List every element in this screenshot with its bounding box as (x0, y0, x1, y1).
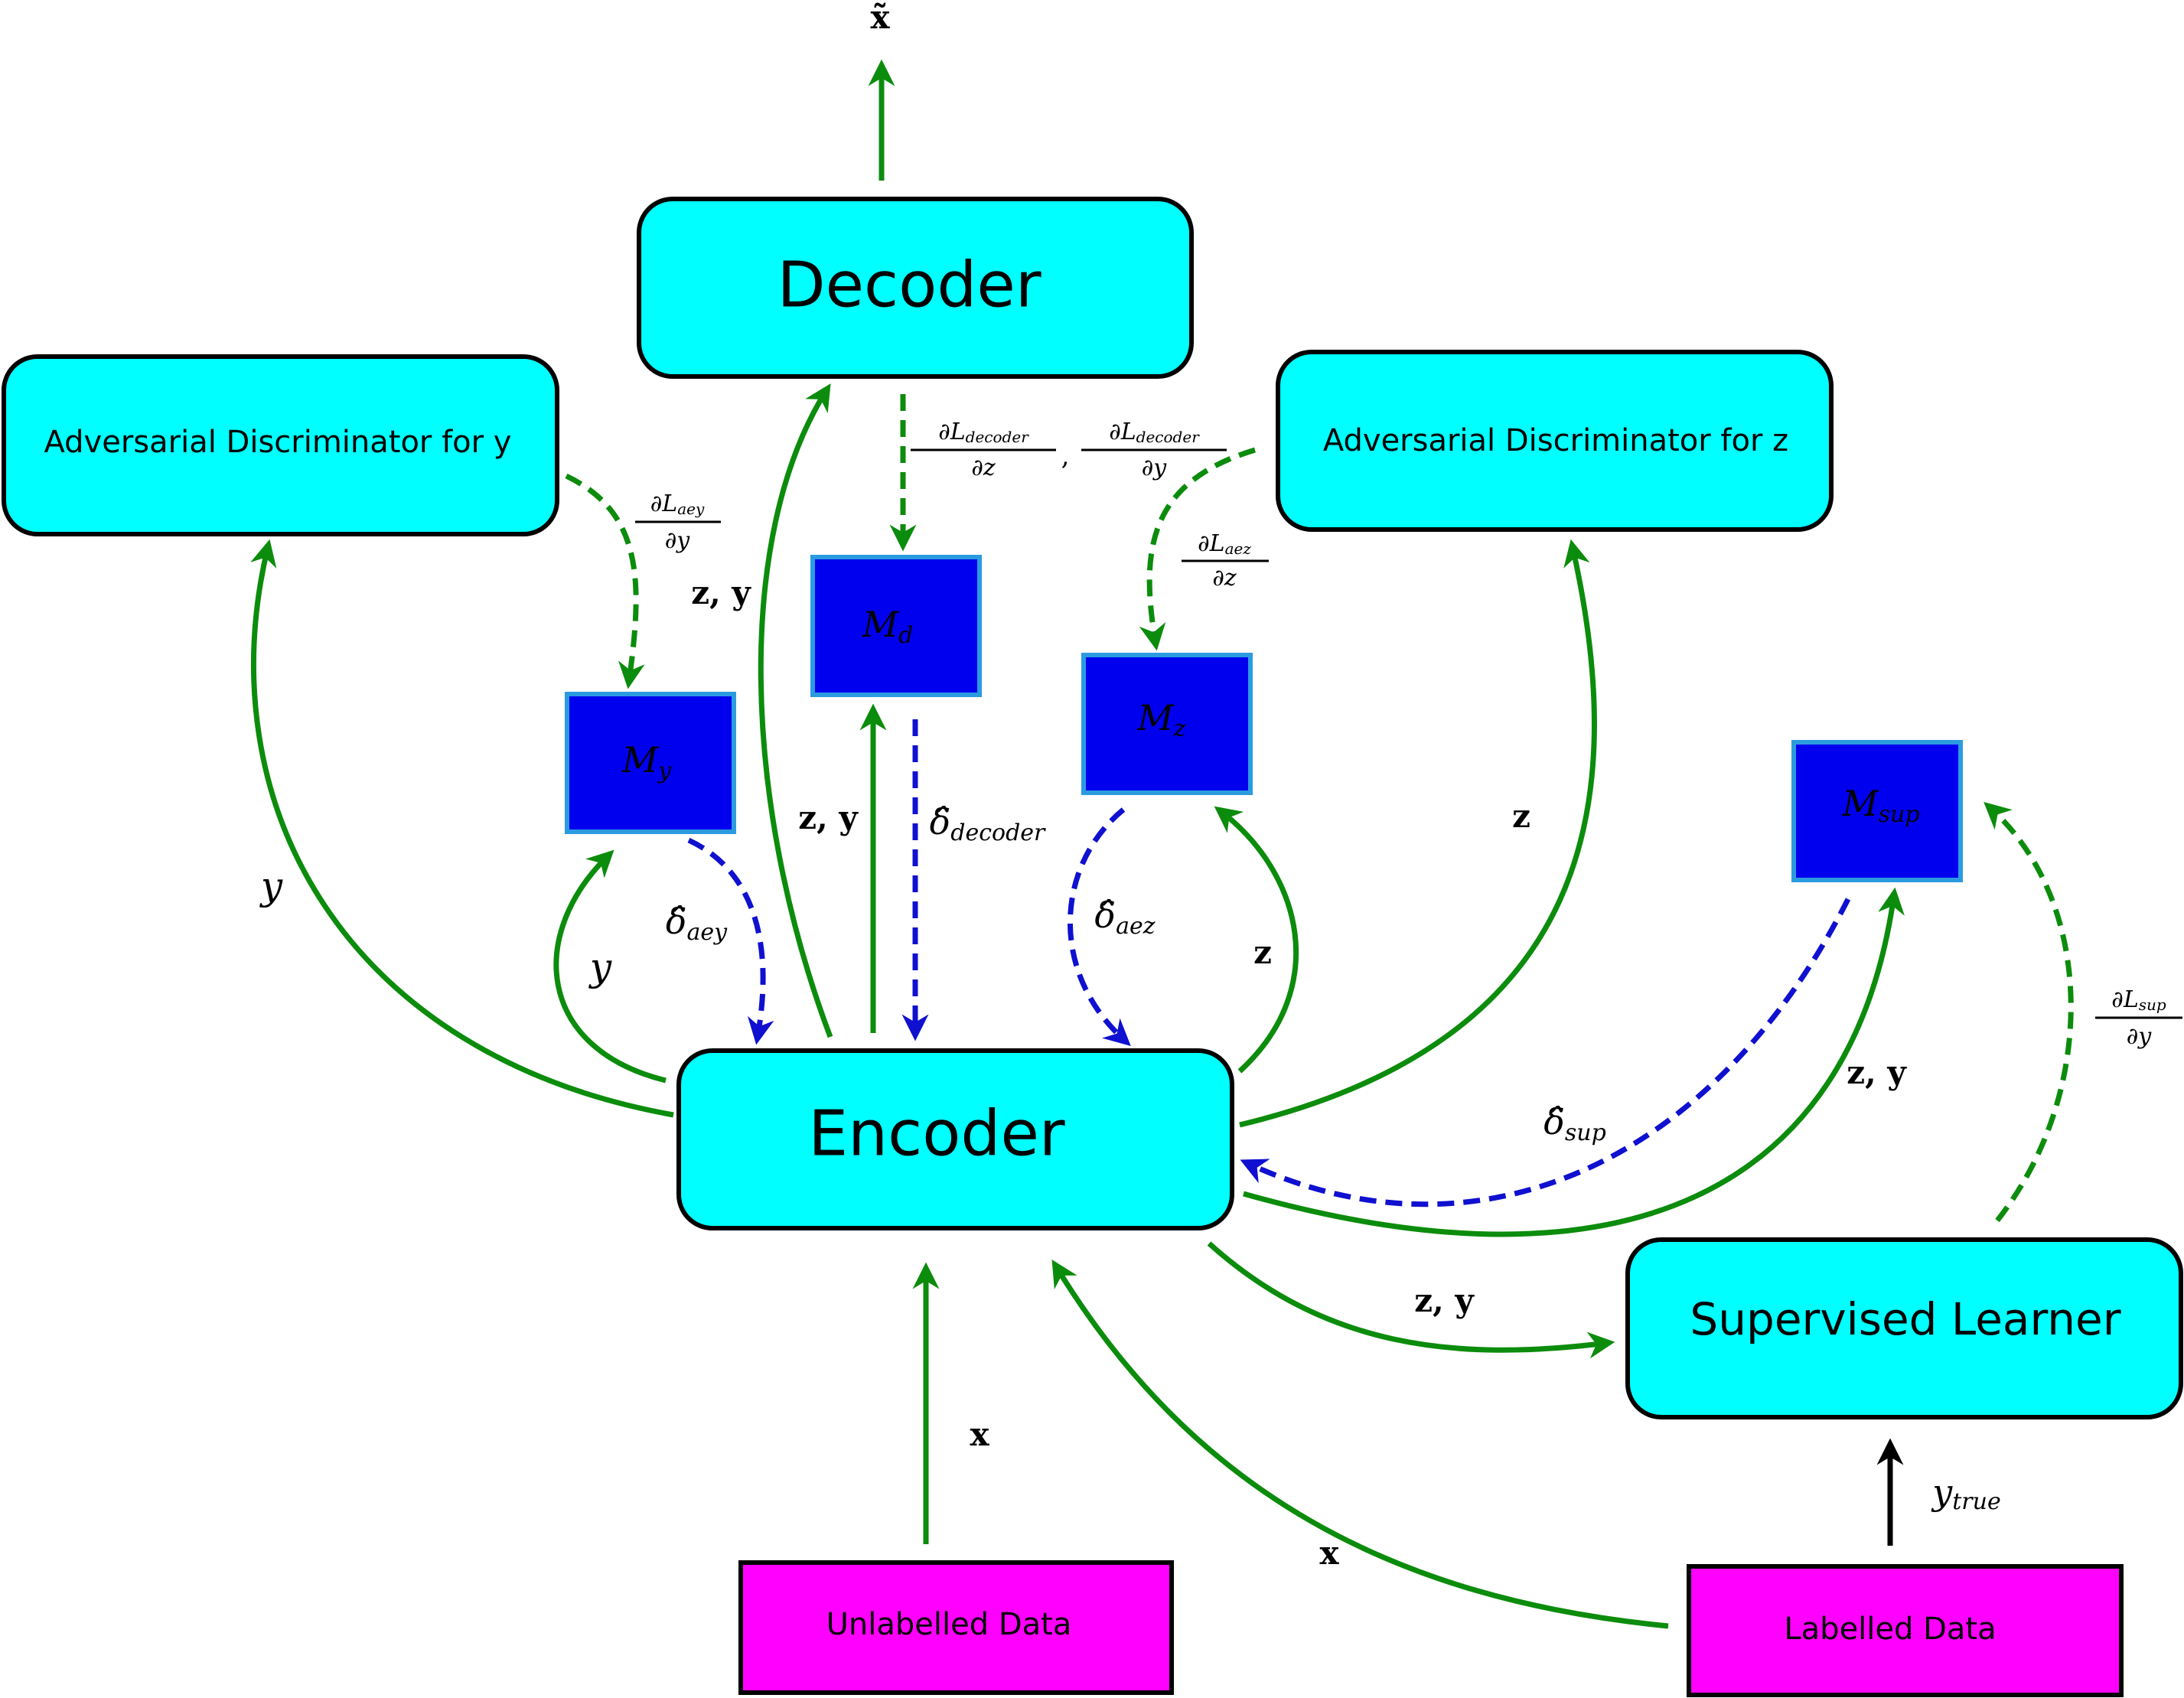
svg-text:∂Laez: ∂Laez (1198, 530, 1251, 558)
svg-text:Md: Md (862, 604, 913, 649)
svg-text:∂y: ∂y (1142, 455, 1168, 481)
svg-text:∂Ldecoder: ∂Ldecoder (938, 419, 1029, 446)
msup-to-encoder-error-arrow (1240, 898, 1851, 1208)
svg-text:∂z: ∂z (1212, 565, 1237, 592)
delta-aey-label: δ̂aey (666, 901, 728, 946)
memory-my-base: M (621, 739, 660, 781)
encoder-to-my-arrow (553, 849, 667, 1084)
memory-md-base: M (862, 604, 900, 645)
disc-z-to-mz-gradient-arrow (1139, 447, 1257, 651)
disc-z-label: Adversarial Discriminator for z (1323, 423, 1788, 458)
zy-label-md: z, y (798, 799, 859, 836)
grad-sup-fraction: ∂Lsup ∂y (2095, 986, 2182, 1050)
encoder-to-msup-arrow (1243, 887, 1905, 1237)
my-to-encoder-error-arrow (687, 837, 774, 1045)
memory-mz: Mz (1081, 653, 1253, 795)
unlabelled-data-box: Unlabelled Data (738, 1560, 1174, 1695)
disc-y-label: Adversarial Discriminator for y (44, 425, 512, 460)
memory-mz-base: M (1137, 697, 1175, 738)
y-true-label: ytrue (1931, 1471, 2000, 1515)
encoder-label: Encoder (808, 1097, 1065, 1170)
delta-sup-label: δ̂sup (1543, 1101, 1606, 1146)
memory-md: Md (810, 555, 982, 697)
grad-aez-fraction: ∂Laez ∂z (1182, 530, 1269, 592)
labelled-data-box: Labelled Data (1687, 1564, 2124, 1697)
memory-my-sub: y (657, 758, 672, 784)
svg-text:∂z: ∂z (971, 455, 996, 481)
zy-label-supervised: z, y (1414, 1282, 1475, 1319)
svg-text:My: My (621, 739, 672, 784)
labelled-to-encoder-arrow (1051, 1260, 1669, 1629)
unlabelled-data-label: Unlabelled Data (826, 1607, 1072, 1642)
memory-msup-sub: sup (1879, 801, 1920, 828)
grad-aey-fraction: ∂Laey ∂y (635, 490, 721, 554)
memory-msup: Msup (1791, 740, 1963, 882)
encoder-to-disc-y-arrow (250, 539, 674, 1118)
mz-to-encoder-error-arrow (1068, 807, 1131, 1047)
supervised-to-msup-gradient-arrow (1984, 801, 2074, 1223)
x-label-labelled: x (1319, 1534, 1339, 1572)
supervised-learner-box: Supervised Learner (1625, 1237, 2183, 1419)
disc-y-box: Adversarial Discriminator for y (2, 354, 559, 536)
y-label-disc-y: y (259, 864, 283, 908)
supervised-learner-label: Supervised Learner (1690, 1293, 2120, 1345)
svg-text:∂y: ∂y (2127, 1023, 2153, 1050)
z-label-disc-z: z (1512, 797, 1530, 835)
encoder-to-disc-z-arrow (1239, 539, 1597, 1128)
encoder-box: Encoder (676, 1048, 1234, 1230)
encoder-to-supervised-arrow (1207, 1241, 1615, 1359)
zy-label-msup: z, y (1847, 1054, 1907, 1091)
svg-text:Msup: Msup (1841, 783, 1919, 828)
memory-mz-sub: z (1173, 715, 1186, 742)
encoder-to-mz-arrow (1214, 806, 1299, 1074)
svg-text:∂Lsup: ∂Lsup (2111, 986, 2166, 1014)
disc-z-box: Adversarial Discriminator for z (1276, 350, 1834, 532)
svg-text:∂Ldecoder: ∂Ldecoder (1109, 419, 1200, 446)
svg-text:,: , (1061, 441, 1070, 471)
svg-text:∂y: ∂y (665, 527, 691, 554)
y-label-my: y (588, 945, 612, 989)
z-label-mz: z (1253, 934, 1272, 971)
x-label-unlabelled: x (970, 1416, 989, 1453)
delta-aez-label: δ̂aez (1094, 895, 1155, 940)
svg-text:Mz: Mz (1137, 697, 1186, 742)
decoder-label: Decoder (777, 249, 1041, 321)
zy-label-decoder: z, y (691, 574, 751, 611)
memory-msup-base: M (1841, 783, 1879, 824)
memory-md-sub: d (898, 622, 913, 649)
decoder-box: Decoder (637, 197, 1194, 379)
svg-text:∂Laey: ∂Laey (650, 490, 705, 518)
grad-decoder-fraction: ∂Ldecoder ∂z , ∂Ldecoder ∂y (911, 419, 1227, 481)
x-tilde-label: x̃ (870, 0, 890, 36)
labelled-data-label: Labelled Data (1784, 1612, 1996, 1647)
encoder-to-decoder-arrow (758, 383, 833, 1038)
delta-decoder-label: δ̂decoder (930, 801, 1046, 846)
disc-y-to-my-gradient-arrow (565, 473, 645, 689)
memory-my: My (565, 692, 736, 834)
